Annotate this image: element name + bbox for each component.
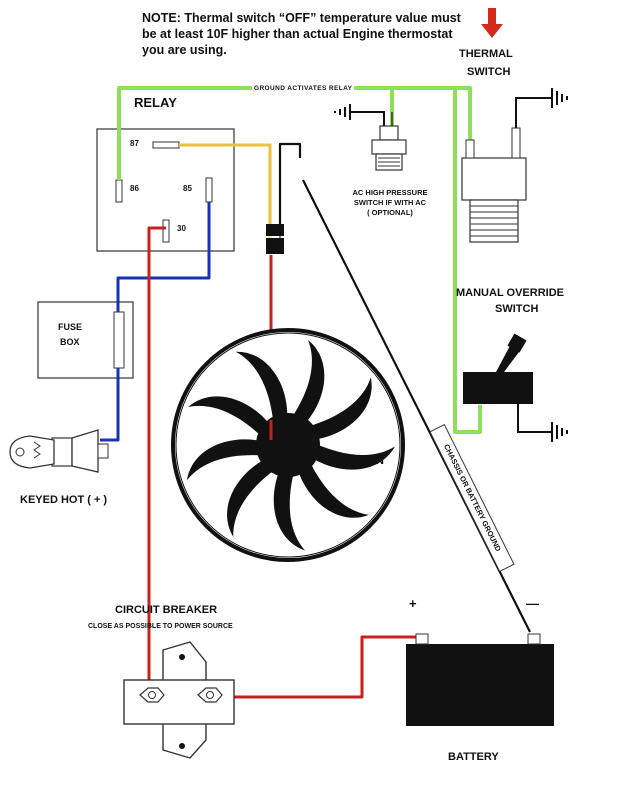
pin-87-label: 87 bbox=[130, 139, 139, 148]
fuse-box-label-line2: BOX bbox=[60, 337, 80, 347]
battery-icon bbox=[406, 633, 554, 726]
note-text: NOTE: Thermal switch “OFF” temperature v… bbox=[142, 11, 461, 57]
ac-switch-label-line3: ( OPTIONAL) bbox=[367, 208, 413, 217]
fuse-box-label-line1: FUSE bbox=[58, 322, 83, 332]
thermal-switch-label-line2: SWITCH bbox=[467, 66, 511, 78]
relay-label: RELAY bbox=[134, 95, 177, 110]
ground-symbol-icon bbox=[551, 88, 568, 108]
circuit-breaker-icon bbox=[123, 641, 235, 759]
relay-terminal-87 bbox=[152, 141, 180, 149]
fan-connector bbox=[266, 224, 284, 254]
fan-icon bbox=[171, 328, 405, 562]
thermal-switch-label-line1: THERMAL bbox=[459, 48, 513, 60]
ignition-key-icon bbox=[9, 429, 109, 473]
ground-activates-relay-label: GROUND ACTIVATES RELAY bbox=[252, 84, 355, 93]
pin-85-label: 85 bbox=[183, 184, 192, 193]
fuse-element bbox=[113, 311, 125, 369]
manual-override-label-line1: MANUAL OVERRIDE bbox=[456, 287, 564, 299]
relay-terminal-86 bbox=[115, 179, 123, 203]
battery-minus-label: — bbox=[526, 596, 539, 611]
circuit-breaker-label: CIRCUIT BREAKER bbox=[115, 604, 218, 616]
fan-label: FAN bbox=[362, 455, 384, 467]
pin-30-label: 30 bbox=[177, 224, 186, 233]
ignition-wire bbox=[100, 202, 211, 442]
ground-symbol-icon bbox=[334, 104, 351, 120]
manual-override-label-line2: SWITCH bbox=[495, 303, 539, 315]
circuit-breaker-note: CLOSE AS POSSIBLE TO POWER SOURCE bbox=[88, 623, 233, 630]
keyed-hot-label: KEYED HOT ( + ) bbox=[20, 494, 108, 506]
ac-switch-label-line2: SWITCH IF WITH AC bbox=[353, 198, 427, 207]
ac-pressure-switch-icon bbox=[350, 111, 407, 171]
thermal-switch-icon bbox=[461, 97, 552, 243]
pin-86-label: 86 bbox=[130, 184, 139, 193]
relay-87-wire bbox=[179, 143, 272, 238]
relay-terminal-85 bbox=[205, 177, 213, 203]
relay-terminal-30 bbox=[162, 219, 170, 243]
ac-switch-label-line1: AC HIGH PRESSURE bbox=[352, 188, 428, 197]
battery-label: BATTERY bbox=[448, 751, 499, 763]
manual-override-switch-icon bbox=[463, 333, 552, 433]
battery-plus-label: + bbox=[409, 596, 417, 611]
chassis-ground-tag bbox=[429, 423, 515, 573]
thermal-switch-arrow-icon bbox=[481, 8, 503, 38]
ground-symbol-icon bbox=[551, 422, 568, 442]
